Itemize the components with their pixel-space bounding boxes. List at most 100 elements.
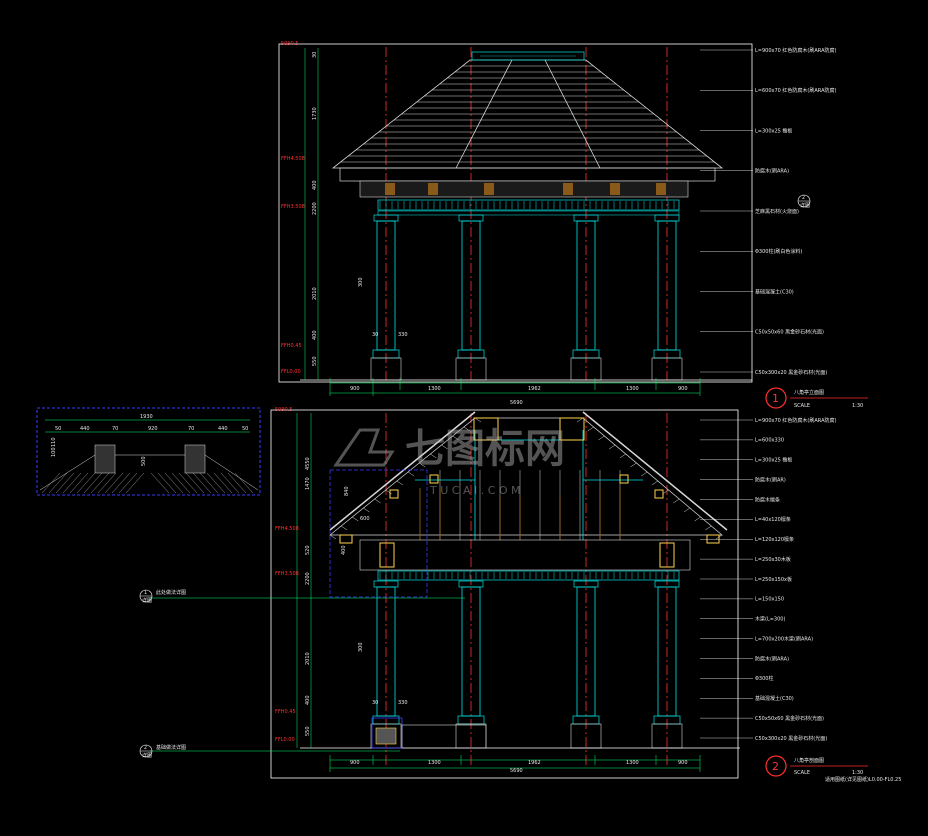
callout-2-num: 2 — [144, 745, 147, 751]
dimension-value: 2200 — [312, 202, 318, 215]
dimension-value: 1300 — [626, 386, 639, 392]
level-marker: FFH3.508 — [281, 204, 305, 210]
detail-dimension: 100 — [51, 447, 57, 457]
annotation-label: L=600x70 红色防腐木(刷ARA防腐) — [755, 87, 836, 94]
dimension-value: 1300 — [626, 760, 639, 766]
elevation-title-block: 1 八角亭立面图 SCALE 1:30 — [765, 387, 868, 409]
level-marker: 5090.5 — [275, 407, 293, 413]
annotation-label: L=900x70 红色防腐木(刷ARA防腐) — [755, 417, 836, 424]
detail-frame — [36, 407, 261, 496]
dimension-value: 400 — [305, 695, 311, 705]
column — [651, 214, 683, 381]
elevation-scale: 1:30 — [852, 403, 863, 409]
detail-ref-num: 2 — [802, 195, 805, 201]
dimension-value: 330 — [398, 700, 408, 706]
annotation-label: L=600x330 — [755, 438, 784, 444]
elevation-drawing — [300, 47, 753, 396]
level-marker: FFL0.00 — [275, 737, 295, 743]
dimension-value: 520 — [305, 545, 311, 555]
annotation-label: L=120x120檩条 — [755, 536, 794, 543]
annotation-label: L=250x150x板 — [755, 576, 792, 583]
level-marker: 5090.5 — [281, 41, 299, 47]
section-title-block: 2 八角亭剖面图 SCALE 1:30 适用图纸(详见图纸)L0.00-FL0.… — [765, 755, 901, 783]
detail-dimension: 70 — [112, 426, 118, 432]
dimension-value: 400 — [341, 545, 347, 555]
annotation-label: C50x300x20 黑金砂石材(光面) — [755, 369, 827, 376]
detail-dimension: 110 — [51, 437, 57, 447]
dimension-value: 1962 — [528, 386, 541, 392]
section-scale-label: SCALE — [794, 770, 810, 776]
dimension-value: 600 — [360, 516, 370, 522]
watermark-main: 七图标网 — [405, 426, 565, 472]
callout-2-text: 基础做法详图 — [156, 744, 186, 751]
dimension-value: 330 — [398, 332, 408, 338]
section-note: 适用图纸(详见图纸)L0.00-FL0.25 — [825, 776, 901, 783]
dimension-value: 4550 — [305, 457, 311, 470]
dimension-value: 400 — [312, 330, 318, 340]
level-marker: FFH3.508 — [275, 571, 299, 577]
dimension-value: 550 — [305, 726, 311, 736]
dimension-value: 400 — [312, 180, 318, 190]
annotation-label: L=300x25 檐板 — [755, 127, 792, 134]
dimension-value: 1300 — [428, 760, 441, 766]
annotation-label: 基础混凝土(C30) — [755, 288, 794, 295]
dimension-value: 300 — [358, 642, 364, 652]
detail-ref-text: 详图 — [800, 202, 810, 209]
section-title: 八角亭剖面图 — [794, 757, 824, 764]
dimension-value: 300 — [358, 277, 364, 287]
dimension-value: 550 — [312, 356, 318, 366]
detail-dimension: 50 — [242, 426, 248, 432]
annotation-label: 芝麻黑石材(火烧面) — [755, 208, 799, 215]
detail-ref: 2 详图 — [797, 194, 811, 209]
section-frame — [270, 409, 739, 779]
annotation-label: 防腐木(刷ARA) — [755, 168, 789, 175]
level-marker: FFH0.45 — [281, 343, 302, 349]
annotation-label: 防腐木(刷ARA) — [755, 655, 789, 662]
level-marker: FFH4.508 — [281, 156, 305, 162]
annotation-label: L=300x25 檐板 — [755, 457, 792, 464]
detail-dimension: 1930 — [140, 414, 153, 420]
section-number: 2 — [772, 760, 779, 773]
dimension-value: 2200 — [305, 572, 311, 585]
annotation-label: C50x50x60 黑金砂石材(光面) — [755, 715, 824, 722]
callout-1: 1 详图 此处做法详图 — [139, 589, 186, 604]
dimension-value: 30 — [312, 52, 318, 58]
dimension-value: 2010 — [305, 652, 311, 665]
level-marker: FFH0.45 — [275, 709, 296, 715]
callout-1-num: 1 — [144, 590, 147, 596]
annotation-label: L=900x70 红色防腐木(刷ARA防腐) — [755, 47, 836, 54]
dimension-value: 1470 — [305, 477, 311, 490]
dimension-total: 5690 — [510, 768, 523, 774]
elevation-number: 1 — [772, 392, 779, 405]
callout-1-ref: 详图 — [142, 597, 152, 604]
annotation-label: Φ300柱 — [755, 675, 773, 682]
elevation-scale-label: SCALE — [794, 403, 810, 409]
section-drawing — [150, 411, 753, 772]
watermark: 七图标网 T U C A I . C O M — [333, 426, 565, 497]
annotation-label: 木梁(L=300) — [755, 616, 785, 623]
dimension-value: 1300 — [428, 386, 441, 392]
detail-dimension: 440 — [80, 426, 90, 432]
dimension-value: 1730 — [312, 107, 318, 120]
detail-dimension: 920 — [148, 426, 158, 432]
annotation-label: L=250x30木板 — [755, 556, 791, 563]
dimension-value: 900 — [350, 386, 360, 392]
callout-2-ref: 详图 — [142, 752, 152, 759]
annotation-label: 防腐木檩条 — [755, 496, 780, 503]
detail-drawing — [39, 419, 259, 494]
annotation-label: Φ300柱(刷白色涂料) — [755, 248, 802, 255]
elevation-frame — [278, 43, 753, 383]
detail-dimension: 50 — [55, 426, 61, 432]
section-scale: 1:30 — [852, 770, 863, 776]
annotation-label: 基础混凝土(C30) — [755, 695, 794, 702]
dimension-value: 900 — [350, 760, 360, 766]
detail-dimension: 440 — [218, 426, 228, 432]
annotation-label: L=150x150 — [755, 597, 784, 603]
dimension-value: 900 — [678, 760, 688, 766]
annotation-label: L=40x120檩条 — [755, 516, 791, 523]
annotation-label: C50x50x60 黑金砂石材(光面) — [755, 329, 824, 336]
callout-1-text: 此处做法详图 — [156, 589, 186, 596]
watermark-sub: T U C A I . C O M — [429, 484, 521, 497]
dimension-value: 2010 — [312, 287, 318, 300]
